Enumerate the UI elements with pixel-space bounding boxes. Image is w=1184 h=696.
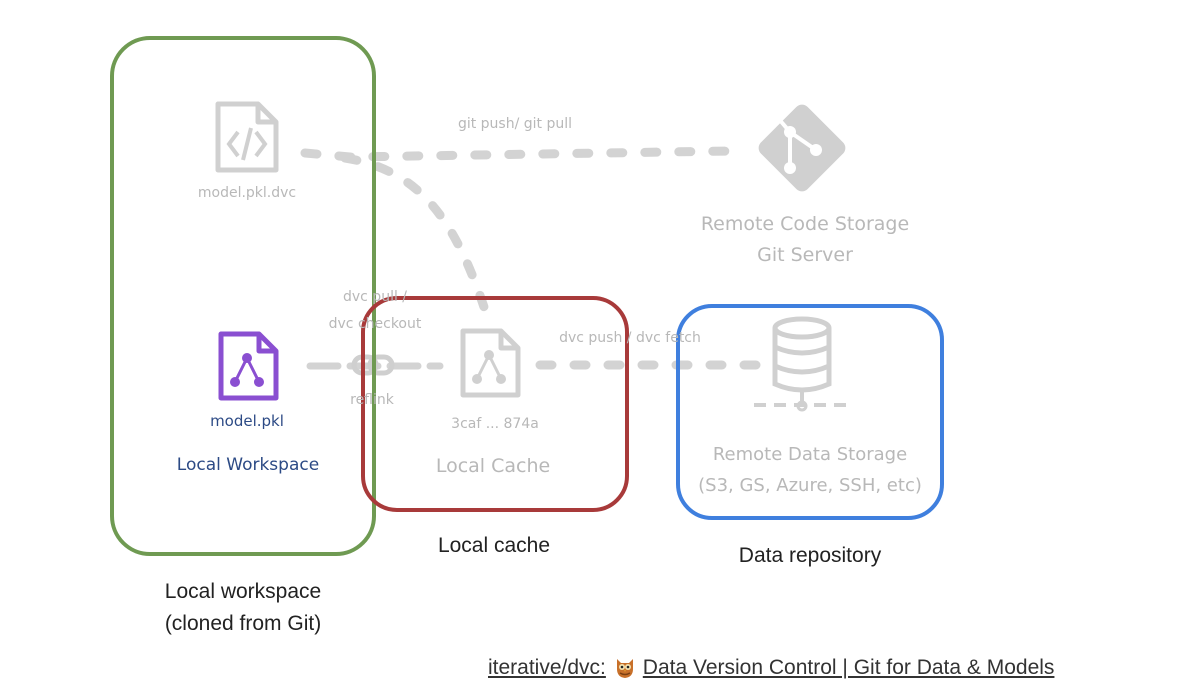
database-icon xyxy=(754,316,850,412)
cache-file-icon xyxy=(460,328,521,398)
data-repository-region xyxy=(676,304,944,520)
link-chain-icon xyxy=(351,354,395,376)
dvc-pull-label-2: dvc checkout xyxy=(328,316,422,332)
model-file-icon xyxy=(218,331,279,401)
data-storage-line1: Remote Data Storage xyxy=(712,444,908,465)
source-link[interactable]: iterative/dvc: Data Version Control | Gi… xyxy=(488,655,1178,680)
workspace-caption-line1: Local workspace xyxy=(164,580,322,603)
git-server-line2: Git Server xyxy=(757,244,853,266)
local-cache-region xyxy=(361,296,629,512)
source-link-title[interactable]: Data Version Control | Git for Data & Mo… xyxy=(642,656,1055,679)
source-link-prefix[interactable]: iterative/dvc: xyxy=(488,656,606,679)
push-fetch-label: dvc push / dvc fetch xyxy=(559,330,701,346)
workspace-label: Local Workspace xyxy=(176,455,320,475)
dvc-file-label: model.pkl.dvc xyxy=(197,185,297,201)
local-workspace-region xyxy=(110,36,376,556)
dvc-pull-label-1: dvc pull / xyxy=(342,289,408,305)
owl-icon xyxy=(614,655,636,679)
reflink-label: reflink xyxy=(350,392,394,408)
cache-caption: Local cache xyxy=(437,534,551,557)
workspace-caption-line2: (cloned from Git) xyxy=(164,612,322,635)
git-server-line1: Remote Code Storage xyxy=(700,213,910,235)
cache-label: Local Cache xyxy=(435,455,551,477)
git-edge-label: git push/ git pull xyxy=(457,116,573,132)
dvc-file-to-cache-line xyxy=(340,153,490,315)
git-icon xyxy=(758,104,846,192)
model-file-label: model.pkl xyxy=(210,412,284,430)
cache-hash-label: 3caf ... 874a xyxy=(451,416,539,432)
data-storage-line2: (S3, GS, Azure, SSH, etc) xyxy=(698,475,922,496)
repository-caption: Data repository xyxy=(738,544,882,567)
code-file-icon xyxy=(215,101,279,173)
